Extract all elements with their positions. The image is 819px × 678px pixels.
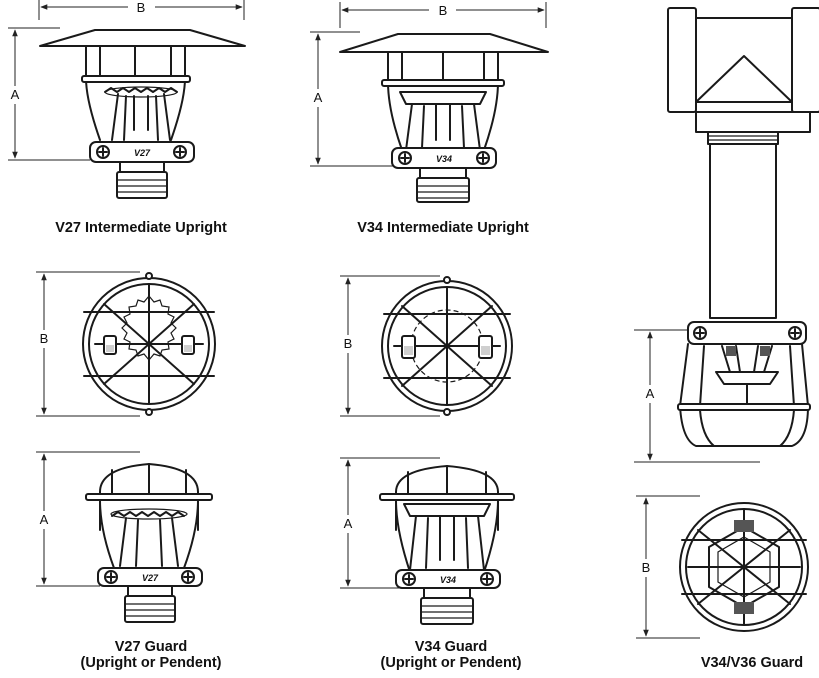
v27-guard-top-view-drawing: B — [36, 271, 216, 417]
v34-guard-side-view-drawing: A V34 — [340, 457, 515, 625]
caption-v27-guard-line2: (Upright or Pendent) — [81, 655, 222, 671]
caption-v34-guard-line2: (Upright or Pendent) — [381, 655, 522, 671]
caption-v27-intermediate-upright: V27 Intermediate Upright — [55, 220, 227, 236]
caption-v27-guard-line1: V27 Guard — [115, 639, 188, 655]
v27-guard-frame-mark: V27 — [142, 573, 159, 583]
v27-guard-side-view-drawing: A V27 — [36, 451, 213, 623]
v27-guard-top-dim-b: B — [40, 331, 49, 346]
v34-intermediate-upright-drawing: B A V34 — [310, 2, 549, 203]
v34-upright-dim-b: B — [439, 3, 448, 18]
v34-v36-guard-dim-a: A — [646, 386, 655, 401]
caption-v34-intermediate-upright: V34 Intermediate Upright — [357, 220, 529, 236]
v34-guard-frame-mark: V34 — [440, 575, 456, 585]
v27-upright-frame-mark: V27 — [134, 148, 151, 158]
caption-v34-guard-line1: V34 Guard — [415, 639, 488, 655]
v27-intermediate-upright-drawing: B A V27 — [8, 0, 246, 199]
v27-upright-dim-a: A — [11, 87, 20, 102]
v27-upright-dim-b: B — [137, 0, 146, 15]
v34-upright-dim-a: A — [314, 90, 323, 105]
caption-v34-v36-guard: V34/V36 Guard — [701, 655, 803, 671]
v27-guard-side-dim-a: A — [40, 512, 49, 527]
v34-guard-top-dim-b: B — [344, 336, 353, 351]
v34-upright-frame-mark: V34 — [436, 154, 452, 164]
v34-v36-guard-dim-b: B — [642, 560, 651, 575]
v34-guard-top-view-drawing: B — [340, 275, 513, 417]
v34-guard-side-dim-a: A — [344, 516, 353, 531]
v34-v36-guard-pendent-drawing: A B — [634, 7, 819, 639]
